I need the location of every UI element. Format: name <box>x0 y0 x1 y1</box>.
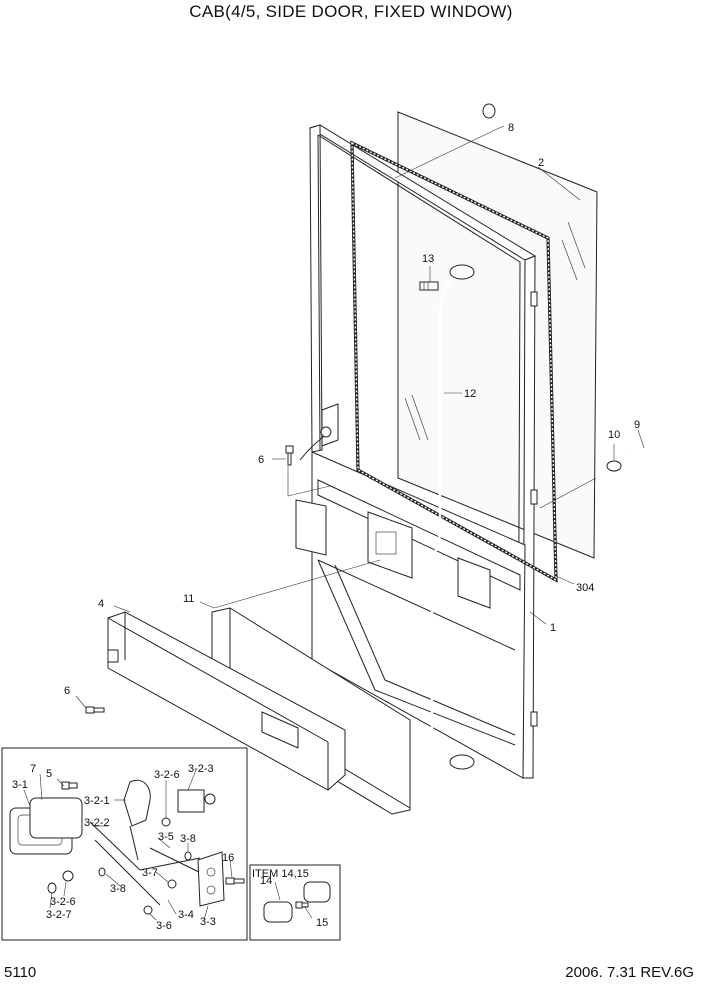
label-4: 4 <box>98 598 104 610</box>
detail-box-item-14-15 <box>249 864 341 941</box>
bolt-6-upper[interactable] <box>285 445 294 466</box>
window-seal[interactable] <box>350 140 558 583</box>
bolt-13[interactable] <box>419 281 439 291</box>
label-3-8-upper: 3-8 <box>180 833 196 845</box>
bushing-3-7[interactable] <box>167 879 177 889</box>
bolt-6-lower[interactable] <box>85 706 105 714</box>
grab-handle[interactable] <box>299 264 475 770</box>
label-3-6: 3-6 <box>156 920 172 932</box>
label-2: 2 <box>538 157 544 169</box>
label-15: 15 <box>316 917 328 929</box>
label-3-2-7: 3-2-7 <box>46 909 72 921</box>
label-6-upper: 6 <box>258 454 264 466</box>
bushing-3-6[interactable] <box>143 905 153 915</box>
bolt-16[interactable] <box>225 877 245 885</box>
label-3-1: 3-1 <box>12 779 28 791</box>
label-3-5: 3-5 <box>158 831 174 843</box>
detail-box-label: ITEM 14,15 <box>252 868 309 880</box>
washer-3-2-6[interactable] <box>161 817 171 827</box>
label-3-4: 3-4 <box>178 909 194 921</box>
nut-10[interactable] <box>606 460 622 472</box>
page-number: 5110 <box>4 964 37 981</box>
revision-date: 2006. 7.31 REV.6G <box>565 964 694 981</box>
lever-3-2-1[interactable] <box>123 779 151 827</box>
label-14: 14 <box>260 875 272 887</box>
actuator-3-2-3[interactable] <box>177 789 216 813</box>
label-3-2-1: 3-2-1 <box>84 795 110 807</box>
washer-3-2-6-lower[interactable] <box>62 870 74 882</box>
clip-3-2-7[interactable] <box>47 882 57 894</box>
label-6-lower: 6 <box>64 685 70 697</box>
part-labels: 8 2 13 12 10 9 6 304 1 4 11 6 7 5 3-1 3-… <box>12 122 640 932</box>
door-frame[interactable] <box>295 124 538 779</box>
clip-3-8-upper[interactable] <box>184 851 192 861</box>
detail-box-lock <box>1 747 248 941</box>
label-3-2-3: 3-2-3 <box>188 763 214 775</box>
label-5: 5 <box>46 768 52 780</box>
label-16: 16 <box>222 852 234 864</box>
label-12: 12 <box>464 388 476 400</box>
lock-linkage[interactable] <box>89 821 206 906</box>
page-title: CAB(4/5, SIDE DOOR, FIXED WINDOW) <box>189 2 513 21</box>
label-13: 13 <box>422 253 434 265</box>
clip-3-8-lower[interactable] <box>98 867 106 877</box>
label-3-8-lower: 3-8 <box>110 883 126 895</box>
lower-cover-4[interactable] <box>107 611 346 791</box>
label-3-2-6-lower: 3-2-6 <box>50 896 76 908</box>
bumper-14[interactable] <box>263 881 331 923</box>
outside-handle-3-1[interactable] <box>9 797 83 855</box>
screw-5[interactable] <box>61 781 78 790</box>
fixed-window-glass[interactable] <box>397 111 598 559</box>
label-8: 8 <box>508 122 514 134</box>
label-304: 304 <box>576 582 594 594</box>
label-11: 11 <box>183 593 194 605</box>
latch-3-3[interactable] <box>197 851 225 907</box>
label-10: 10 <box>608 429 620 441</box>
u-bolt-9[interactable] <box>627 447 655 493</box>
cap-part-8[interactable] <box>482 103 496 119</box>
leader-lines <box>23 125 645 921</box>
label-3-3: 3-3 <box>200 916 216 928</box>
label-1: 1 <box>550 622 556 634</box>
label-3-7: 3-7 <box>142 867 158 879</box>
label-7: 7 <box>30 763 36 775</box>
label-9: 9 <box>634 419 640 431</box>
screw-15[interactable] <box>295 901 309 909</box>
label-3-2-2: 3-2-2 <box>84 817 110 829</box>
label-3-2-6-upper: 3-2-6 <box>154 769 180 781</box>
